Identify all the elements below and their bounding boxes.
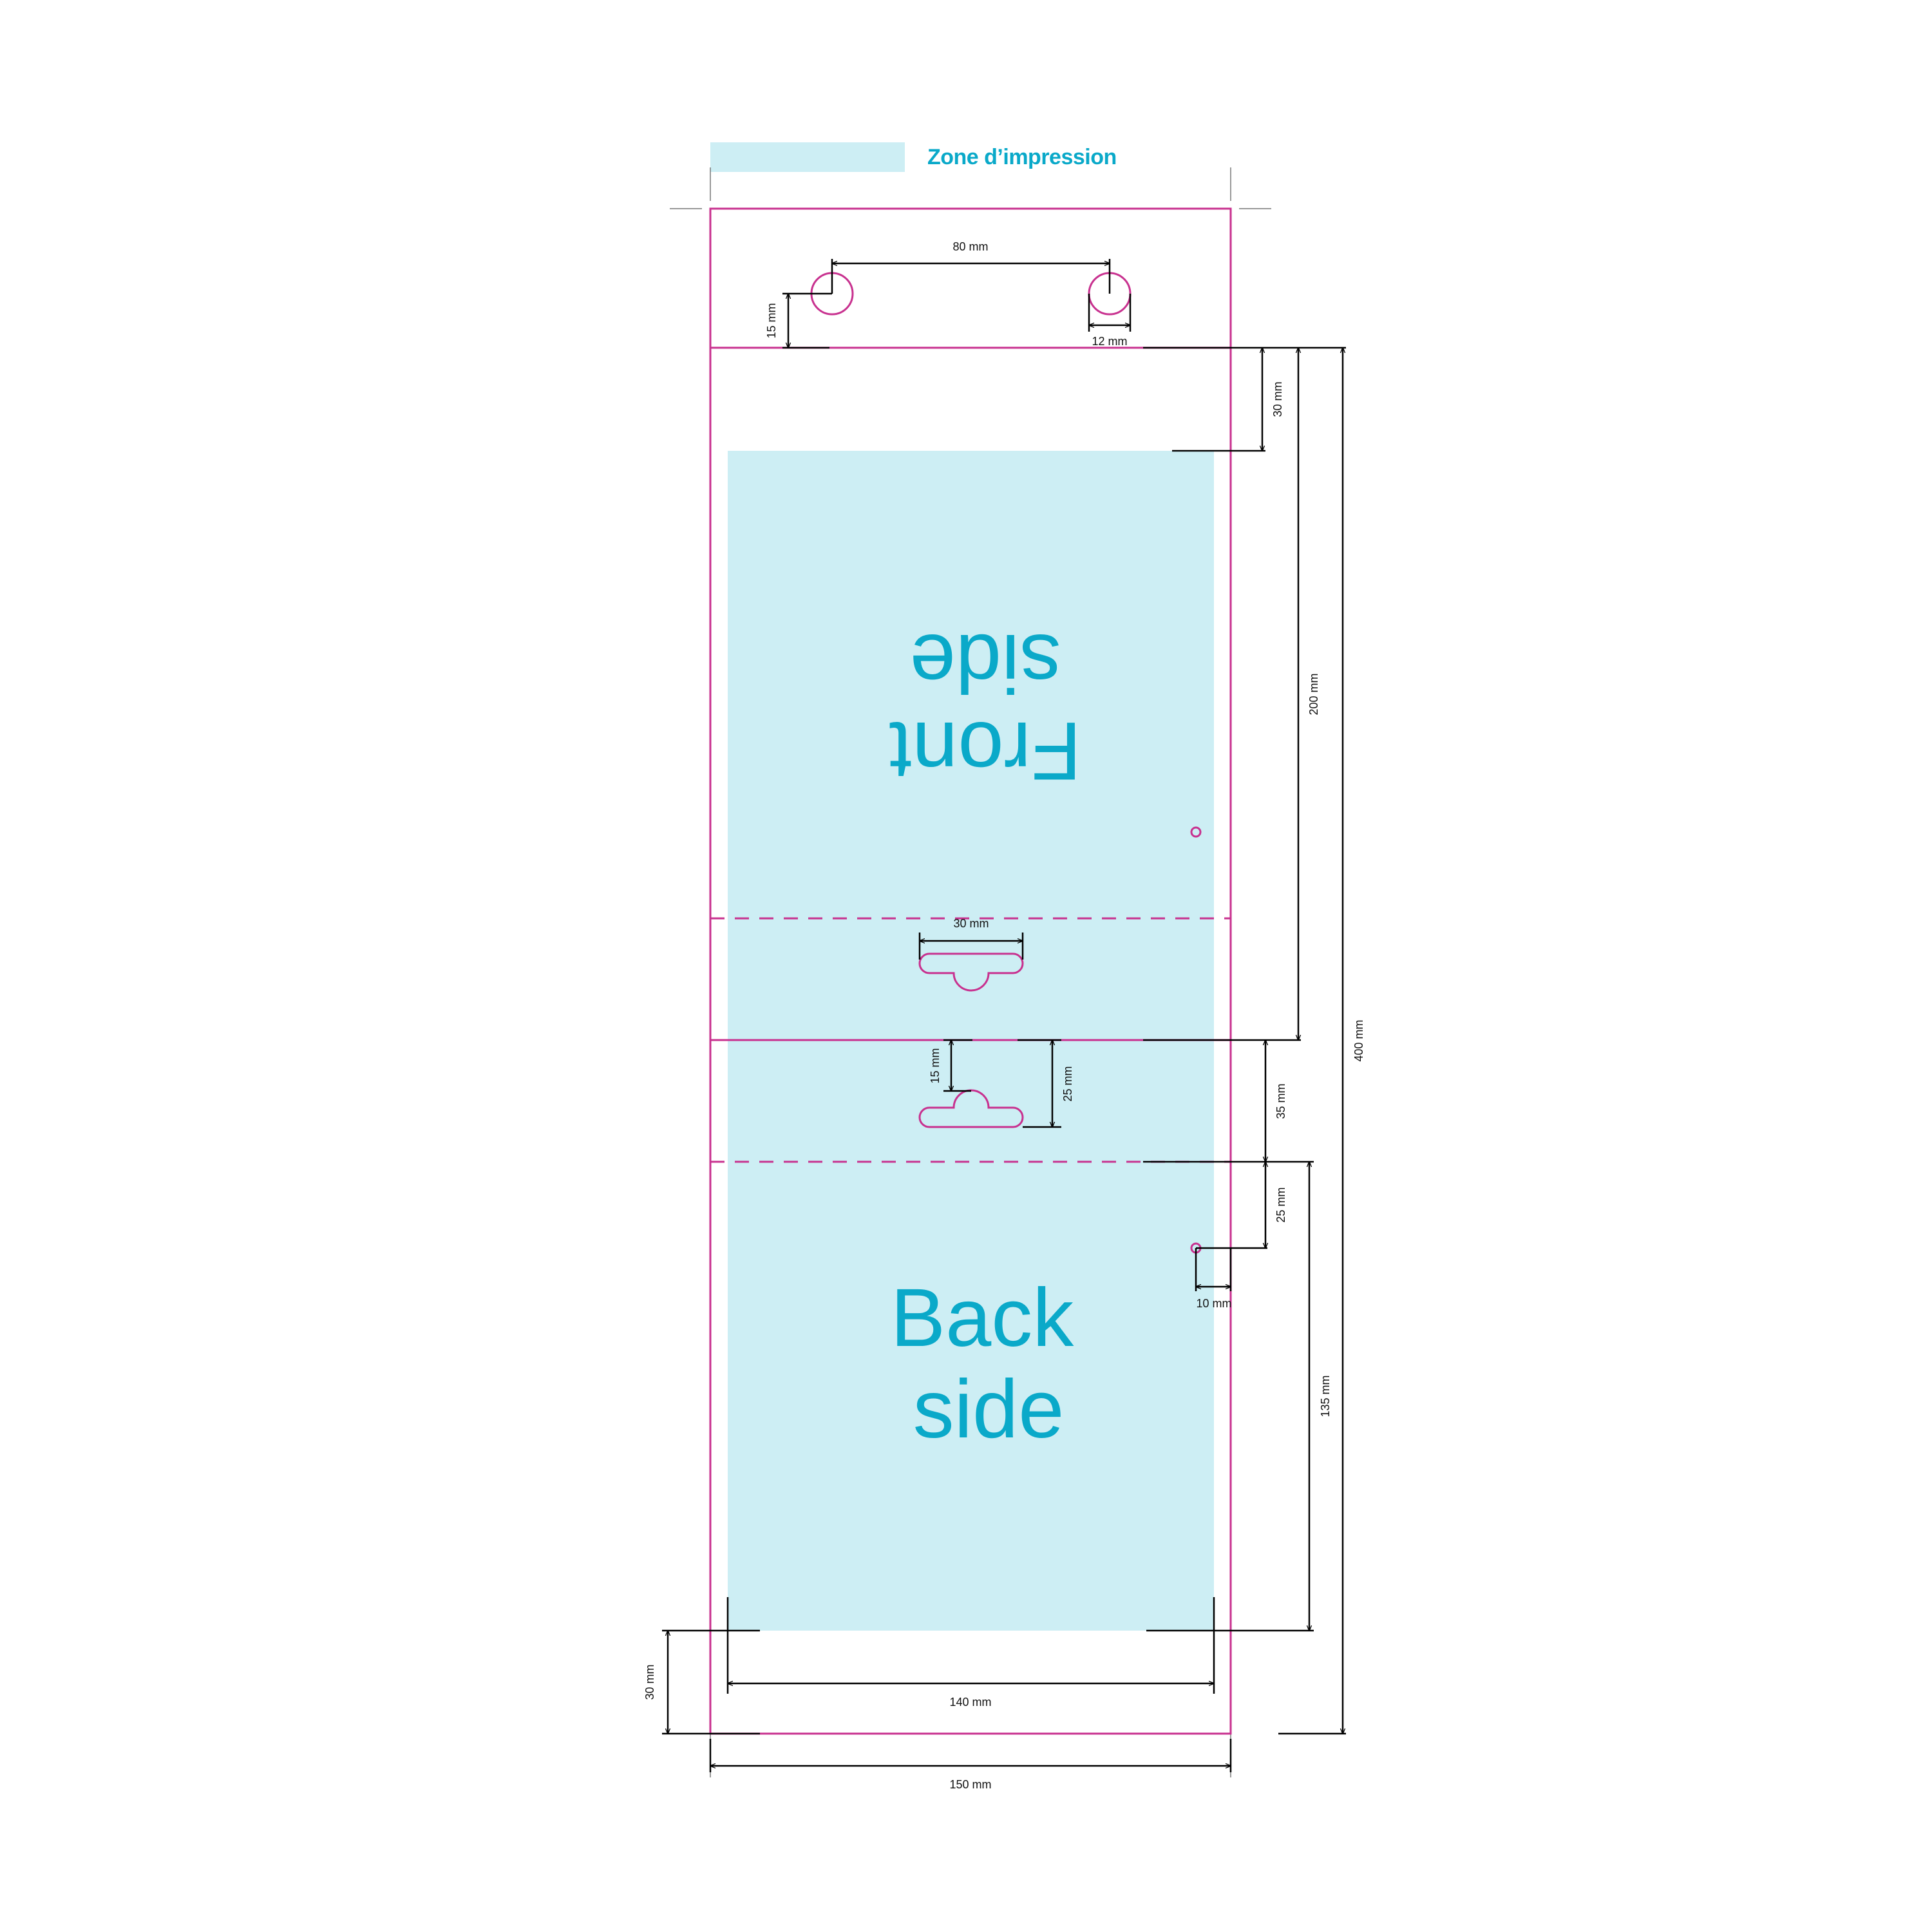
dim-hole-spacing-label: 80 mm — [952, 240, 988, 253]
dim-hole-spacing: 80 mm — [831, 240, 1111, 294]
dim-back-height-label: 135 mm — [1319, 1375, 1332, 1417]
registration-dot-front — [1190, 826, 1202, 838]
dim-dot-inset-label: 10 mm — [1196, 1297, 1231, 1310]
dim-euro-slot-depth: 15 mm — [929, 1039, 972, 1092]
dim-front-height-label: 200 mm — [1307, 673, 1320, 715]
dim-hole-height: 15 mm — [765, 292, 832, 349]
dim-bottom-margin: 30 mm — [643, 1629, 760, 1735]
dim-top-margin-label: 30 mm — [1271, 381, 1284, 417]
dim-euro-slot-depth-label: 15 mm — [929, 1048, 942, 1083]
dim-total-height: 400 mm — [1343, 348, 1365, 1734]
dim-flap-height-label: 35 mm — [1274, 1083, 1287, 1119]
dim-euro-slot-width-label: 30 mm — [953, 917, 989, 930]
front-side-line-2: side — [910, 617, 1061, 709]
front-side-label: Front side — [889, 617, 1082, 797]
back-side-line-1: Back — [891, 1272, 1075, 1364]
dim-back-height: 135 mm — [1309, 1162, 1332, 1631]
euro-slot-top — [918, 952, 1024, 992]
dim-total-width: 150 mm — [709, 1739, 1232, 1791]
dim-top-margin: 30 mm — [1262, 348, 1284, 451]
dim-fold-offset-label: 25 mm — [1274, 1187, 1287, 1222]
dim-fold-offset: 25 mm — [1265, 1162, 1287, 1248]
dim-dot-inset: 10 mm — [1195, 1248, 1232, 1310]
legend-swatch — [710, 142, 905, 172]
dim-hole-diameter: 12 mm — [1088, 294, 1132, 348]
dim-hole-diameter-label: 12 mm — [1092, 335, 1127, 348]
dim-hole-height-label: 15 mm — [765, 303, 778, 338]
dim-flap-height: 35 mm — [1265, 1040, 1287, 1162]
dim-front-height: 200 mm — [1298, 348, 1320, 1040]
dim-euro-slot-width: 30 mm — [918, 917, 1024, 960]
dim-print-width-label: 140 mm — [949, 1696, 991, 1709]
dim-print-width: 140 mm — [726, 1597, 1215, 1709]
dim-total-height-label: 400 mm — [1352, 1019, 1365, 1061]
dim-total-width-label: 150 mm — [949, 1778, 991, 1791]
legend-label: Zone d’impression — [927, 145, 1117, 169]
front-side-line-1: Front — [889, 705, 1082, 797]
dim-bottom-margin-label: 30 mm — [643, 1664, 656, 1700]
outer-cut-line — [709, 207, 1232, 1735]
dim-euro-slot-total-label: 25 mm — [1061, 1066, 1074, 1101]
back-side-line-2: side — [913, 1363, 1065, 1455]
dim-euro-slot-total: 25 mm — [1018, 1039, 1074, 1128]
euro-slot-bottom — [918, 1089, 1024, 1128]
